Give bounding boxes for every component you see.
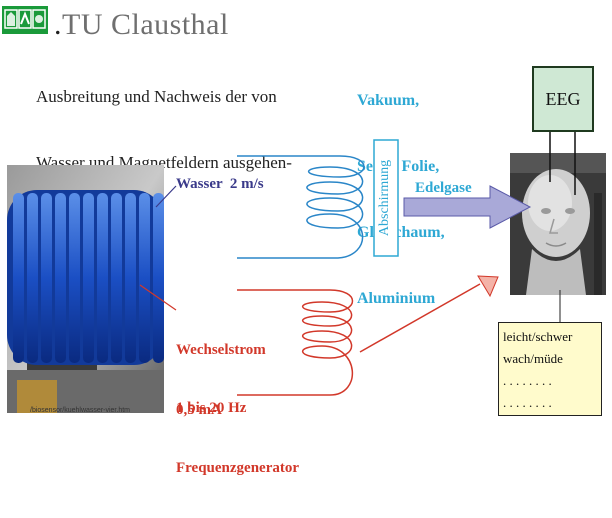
mannequin-head-photo: [510, 153, 606, 295]
diagram-lines: [139, 132, 576, 396]
hose-ring: [83, 193, 94, 363]
source-path: /biosensor/kuehlwasser-vier.htm: [30, 407, 130, 414]
hose-ring: [41, 193, 52, 363]
water-coil: [237, 155, 365, 259]
current-leader-line: [139, 284, 177, 311]
university-logo: [2, 6, 48, 34]
note-line: wach/müde: [503, 351, 563, 366]
current-coil: [237, 283, 481, 396]
current-line: Wechselstrom: [176, 342, 266, 358]
frequency-label: 1 bis 20 Hz Frequenzgenerator: [176, 358, 299, 518]
frequency-line: Frequenzgenerator: [176, 460, 300, 476]
hose-ring: [27, 193, 38, 363]
hose-ring: [111, 193, 122, 363]
note-line: leicht/schwer: [503, 329, 573, 344]
gas-label: Edelgase: [415, 180, 472, 196]
gas-arrow: [403, 185, 532, 229]
shield-box: [373, 139, 399, 257]
subtitle-line: Ausbreitung und Nachweis der von: [36, 87, 277, 106]
material-item: Vakuum,: [357, 92, 420, 109]
note-line: . . . . . . . .: [503, 395, 552, 410]
current-arrow-head: [477, 275, 499, 298]
note-line: . . . . . . . .: [503, 373, 552, 388]
hose-coil-photo: [7, 165, 164, 413]
logo-title: .TU Clausthal: [54, 8, 229, 41]
water-leader-line: [155, 185, 177, 208]
eeg-box: EEG: [532, 66, 594, 132]
shield-label: Abschirmung: [377, 159, 392, 237]
hose-ring: [125, 193, 136, 363]
frequency-line: 1 bis 20 Hz: [176, 400, 247, 416]
slide: .TU Clausthal Ausbreitung und Nachweis d…: [2, 6, 606, 476]
crest-icon: [4, 9, 46, 29]
hose-ring: [97, 193, 108, 363]
hose-ring: [69, 193, 80, 363]
hose-ring: [13, 193, 24, 363]
result-notes-box: leicht/schwer wach/müde . . . . . . . . …: [498, 322, 602, 416]
water-label: Wasser 2 m/s: [176, 176, 264, 192]
hose-ring: [153, 193, 164, 363]
eeg-label: EEG: [545, 88, 581, 109]
hose-ring: [139, 193, 150, 363]
current-line: 0,5 mA: [176, 402, 222, 418]
material-item: Aluminium: [357, 290, 436, 307]
hose-ring: [55, 193, 66, 363]
shield-label-wrap: Abschirmung: [370, 140, 400, 256]
current-label: Wechselstrom 0,5 mA: [176, 300, 266, 460]
